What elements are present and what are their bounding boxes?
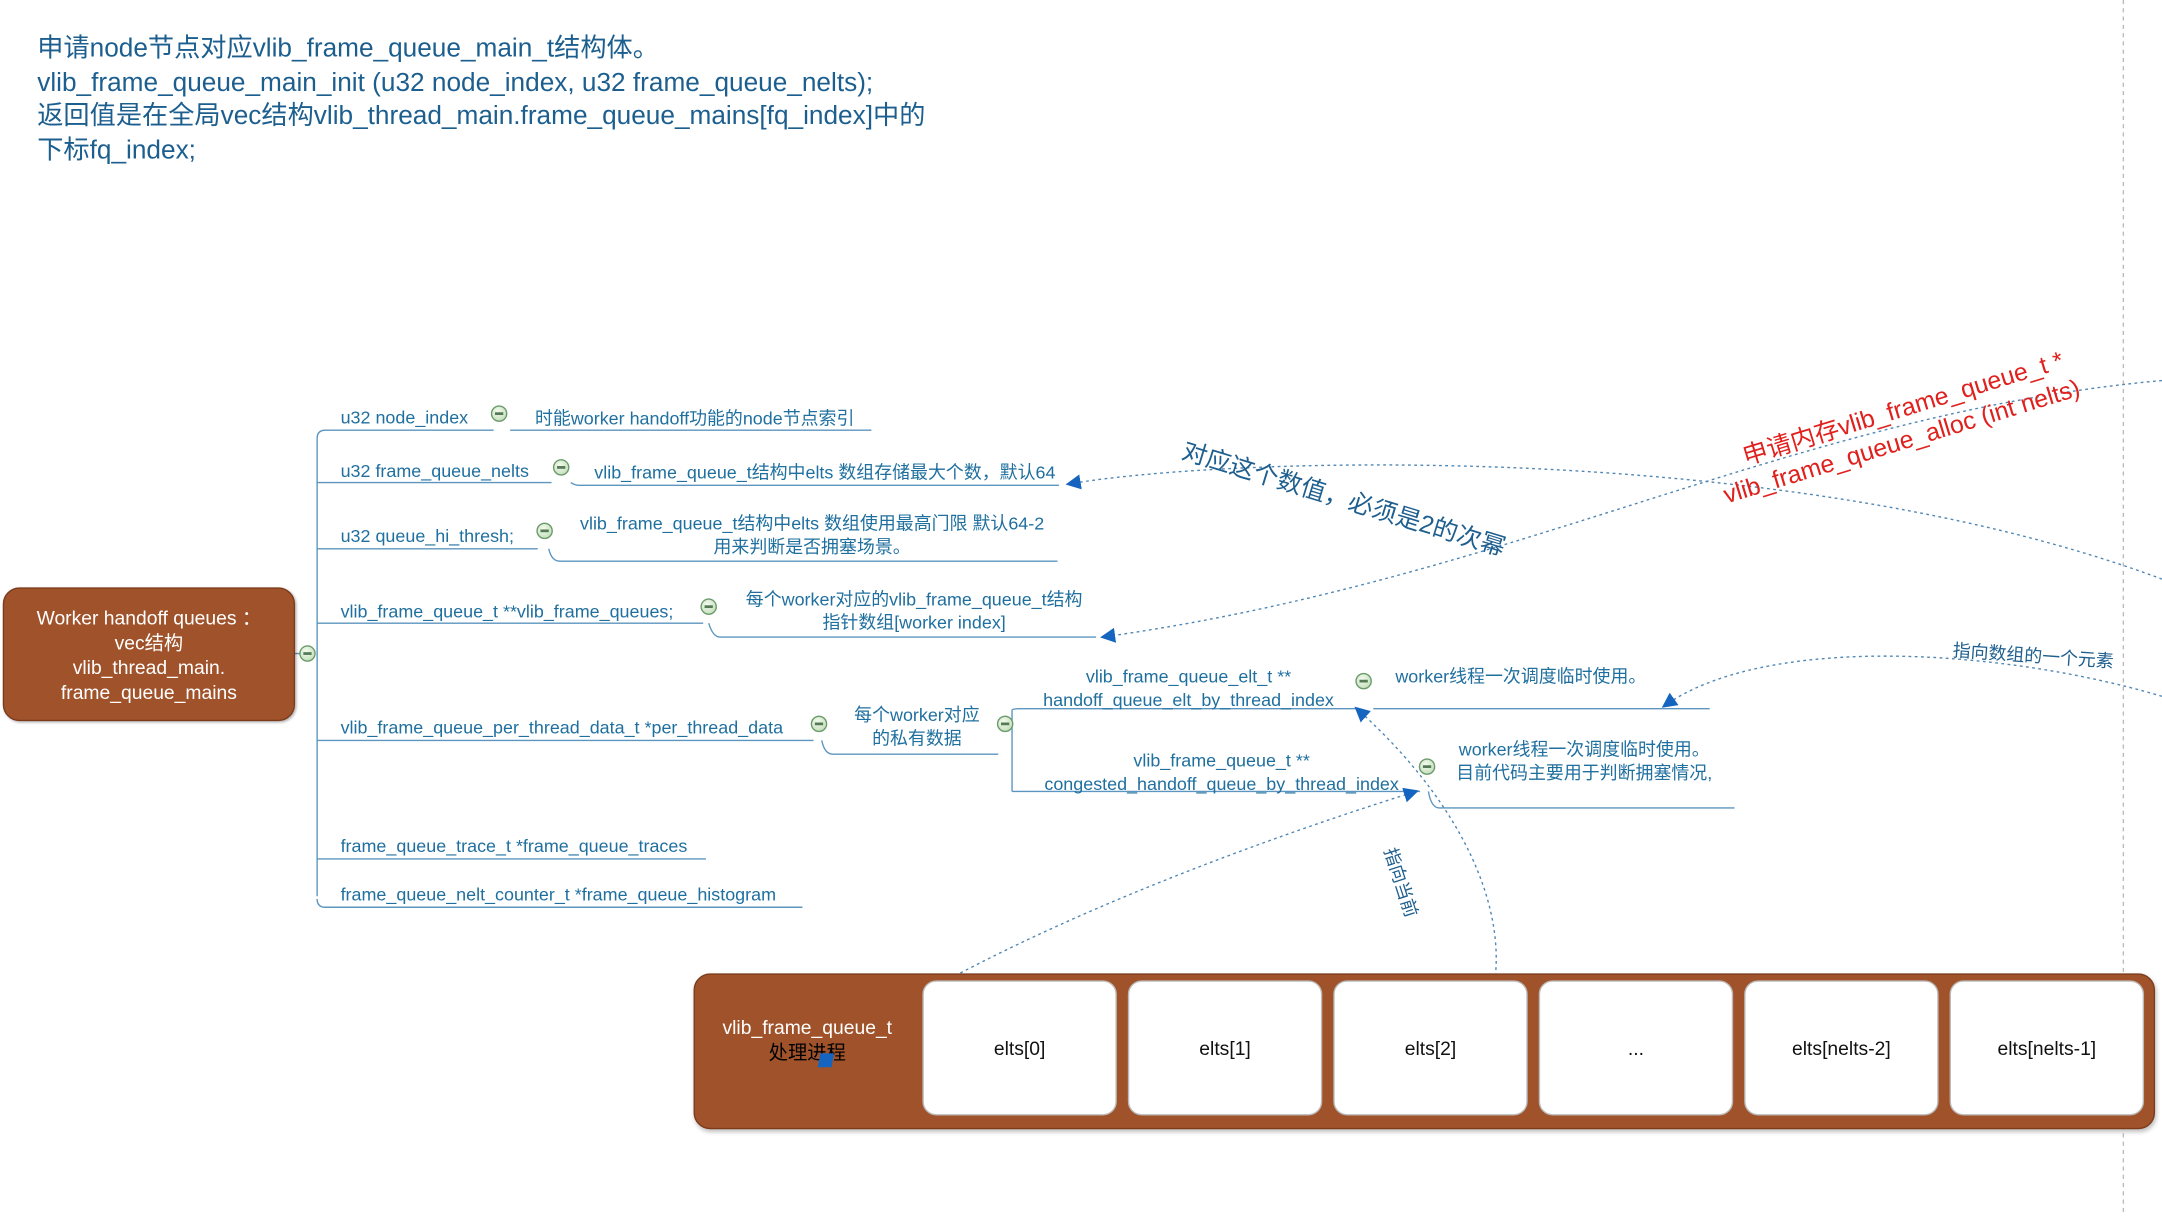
collapse-toggle-icon[interactable] [490, 405, 508, 422]
header-text-block: 申请node节点对应vlib_frame_queue_main_t结构体。 vl… [37, 33, 1002, 168]
note-line: vlib_frame_queue_t结构中elts 数组使用最高门限 默认64-… [580, 512, 1045, 534]
branch-node-index[interactable]: u32 node_index [340, 406, 469, 428]
branch-per-thread-data[interactable]: vlib_frame_queue_per_thread_data_t *per_… [340, 716, 784, 738]
note-vlib-frame-queues: 每个worker对应的vlib_frame_queue_t结构 指针数组[wor… [725, 587, 1103, 634]
frame-queue-subtitle: 处理进程 [768, 1040, 846, 1064]
note-line: 指针数组[worker index] [822, 612, 1006, 633]
root-node-line: vlib_thread_main. [72, 655, 226, 678]
elts-cell[interactable]: elts[1] [1127, 980, 1323, 1116]
branch-frame-queue-nelts[interactable]: u32 frame_queue_nelts [340, 460, 529, 482]
note-per-thread-data: 每个worker对应 的私有数据 [841, 703, 993, 750]
elts-cell[interactable]: ... [1538, 980, 1734, 1116]
collapse-toggle-icon[interactable] [552, 459, 570, 476]
elts-cell[interactable]: elts[2] [1333, 980, 1528, 1116]
root-collapse-toggle-icon[interactable] [299, 645, 316, 662]
note-node-index: 时能worker handoff功能的node节点索引 [534, 408, 855, 429]
note-frame-queue-nelts: vlib_frame_queue_t结构中elts 数组存储最大个数，默认64 [594, 461, 1056, 483]
note-queue-hi-thresh: vlib_frame_queue_t结构中elts 数组使用最高门限 默认64-… [560, 512, 1065, 559]
elts-cell[interactable]: elts[nelts-1] [1949, 980, 2145, 1116]
branch-frame-queue-traces[interactable]: frame_queue_trace_t *frame_queue_traces [340, 835, 688, 857]
note-line: 每个worker对应 [854, 704, 980, 726]
note-line: 目前代码主要用于判断拥塞情况, [1456, 762, 1713, 784]
root-node-worker-handoff-queues[interactable]: Worker handoff queues ： vec结构 vlib_threa… [2, 587, 296, 722]
note-line: worker线程一次调度临时使用。 [1458, 739, 1710, 760]
elts-cell[interactable]: elts[0] [922, 980, 1117, 1116]
header-line: 返回值是在全局vec结构vlib_thread_main.frame_queue… [37, 102, 926, 131]
frame-queue-title: vlib_frame_queue_t 处理进程 [694, 1015, 922, 1065]
sub-branch-line: congested_handoff_queue_by_thread_index [1044, 773, 1399, 795]
sub-branch-congested-handoff-queue[interactable]: vlib_frame_queue_t ** congested_handoff_… [1031, 749, 1412, 796]
branch-vlib-frame-queues[interactable]: vlib_frame_queue_t **vlib_frame_queues; [340, 601, 674, 622]
root-node-line: vec结构 [114, 630, 184, 653]
collapse-toggle-icon[interactable] [1418, 758, 1436, 775]
sub-branch-line: vlib_frame_queue_elt_t ** [1085, 665, 1292, 687]
collapse-toggle-icon[interactable] [810, 715, 828, 733]
collapse-toggle-icon[interactable] [700, 598, 717, 615]
header-line: 申请node节点对应vlib_frame_queue_main_t结构体。 [37, 34, 659, 64]
note-handoff-queue-elt: worker线程一次调度临时使用。 [1395, 665, 1647, 687]
flag-icon [817, 1053, 835, 1068]
branch-frame-queue-histogram[interactable]: frame_queue_nelt_counter_t *frame_queue_… [340, 883, 777, 905]
sub-branch-handoff-queue-elt[interactable]: vlib_frame_queue_elt_t ** handoff_queue_… [1026, 665, 1351, 712]
note-line: 每个worker对应的vlib_frame_queue_t结构 [745, 588, 1083, 610]
header-line: vlib_frame_queue_main_init (u32 node_ind… [37, 68, 874, 98]
collapse-toggle-icon[interactable] [536, 522, 553, 540]
note-line: 用来判断是否拥塞场景。 [713, 536, 911, 558]
frame-queue-title-text: vlib_frame_queue_t [722, 1016, 893, 1039]
sub-branch-line: vlib_frame_queue_t ** [1133, 750, 1310, 771]
note-line: 的私有数据 [872, 728, 962, 749]
collapse-toggle-icon[interactable] [1355, 672, 1372, 690]
root-node-line: frame_queue_mains [60, 680, 237, 703]
branch-queue-hi-thresh[interactable]: u32 queue_hi_thresh; [340, 525, 514, 547]
root-node-line: Worker handoff queues ： [36, 605, 262, 629]
collapse-toggle-icon[interactable] [996, 715, 1014, 733]
elts-cell[interactable]: elts[nelts-2] [1744, 980, 1939, 1116]
header-line: 下标fq_index; [37, 135, 196, 165]
sub-branch-line: handoff_queue_elt_by_thread_index [1043, 689, 1334, 711]
note-congested-handoff-queue: worker线程一次调度临时使用。 目前代码主要用于判断拥塞情况, [1442, 738, 1726, 785]
